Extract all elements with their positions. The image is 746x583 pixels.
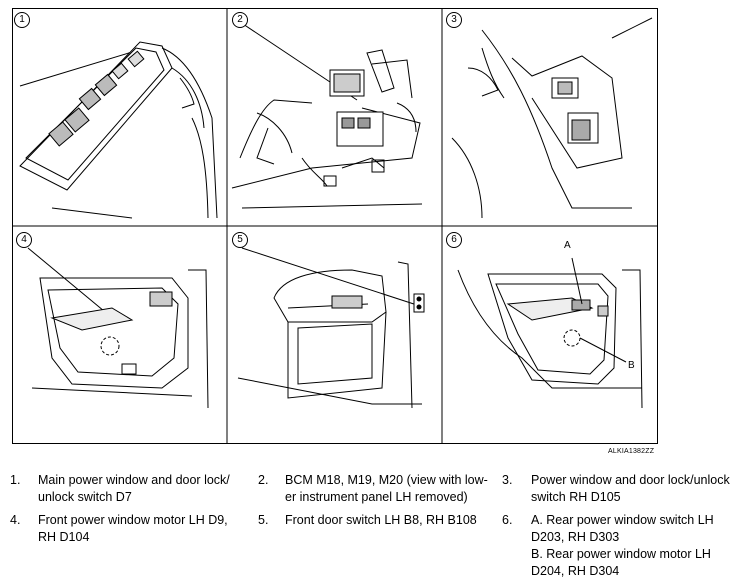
- panel-4-number: 4: [16, 232, 32, 248]
- panel-4-illustration: [27, 247, 209, 409]
- legend-item-text: Front door switch LH B8, RH B108: [285, 512, 477, 529]
- legend-item-number: 1.: [10, 473, 21, 487]
- panel-6-illustration: [457, 257, 643, 409]
- panel-1-illustration: [19, 41, 218, 219]
- legend-item-number: 6.: [502, 513, 513, 527]
- panel-5-illustration: [237, 247, 425, 409]
- component-location-diagram: 1 2 3 4 5 6 A B ALKIA1382ZZ: [12, 8, 658, 455]
- figure-code: ALKIA1382ZZ: [608, 448, 655, 455]
- legend-item-text: Main power window and door lock/ unlock …: [38, 472, 230, 506]
- legend-item-text: Power window and door lock/unlock switch…: [531, 472, 730, 506]
- legend-line: Main power window and door lock/: [38, 473, 230, 487]
- legend-item-text: BCM M18, M19, M20 (view with low- er ins…: [285, 472, 488, 506]
- diagram-artwork: [12, 8, 658, 444]
- panel-2-number: 2: [232, 12, 248, 28]
- legend-line: Front power window motor LH D9,: [38, 513, 228, 527]
- legend-item-text: Front power window motor LH D9, RH D104: [38, 512, 228, 546]
- panel-3-number: 3: [446, 12, 462, 28]
- legend-line: BCM M18, M19, M20 (view with low-: [285, 473, 488, 487]
- legend-line: A. Rear power window switch LH: [531, 513, 714, 527]
- legend-item-number: 4.: [10, 513, 21, 527]
- legend-line: Power window and door lock/unlock: [531, 473, 730, 487]
- legend-line: D204, RH D304: [531, 564, 620, 578]
- legend-line: B. Rear power window motor LH: [531, 547, 711, 561]
- callout-a-label: A: [564, 240, 571, 251]
- legend-item-number: 5.: [258, 513, 269, 527]
- legend-line: Front door switch LH B8, RH B108: [285, 513, 477, 527]
- panel-6-number: 6: [446, 232, 462, 248]
- legend-item-number: 3.: [502, 473, 513, 487]
- panel-3-illustration: [451, 17, 653, 219]
- panel-1-number: 1: [14, 12, 30, 28]
- panel-5-number: 5: [232, 232, 248, 248]
- legend-item-number: 2.: [258, 473, 269, 487]
- legend-line: D203, RH D303: [531, 530, 620, 544]
- panel-2-illustration: [231, 21, 423, 209]
- legend-item-text: A. Rear power window switch LH D203, RH …: [531, 512, 714, 580]
- legend-line: RH D104: [38, 530, 90, 544]
- legend-line: er instrument panel LH removed): [285, 490, 468, 504]
- callout-b-label: B: [628, 360, 635, 371]
- legend-line: unlock switch D7: [38, 490, 132, 504]
- legend-line: switch RH D105: [531, 490, 621, 504]
